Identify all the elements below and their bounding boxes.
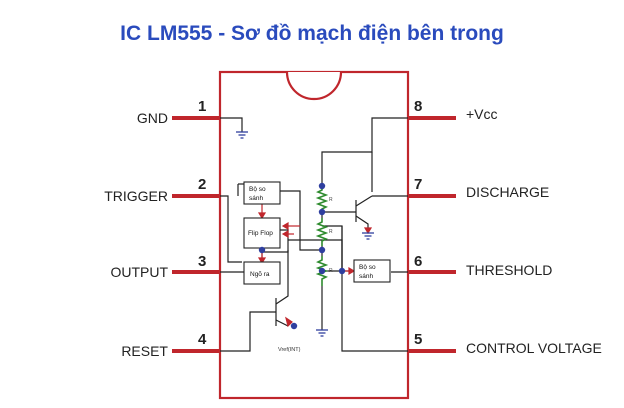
chip-body	[218, 70, 410, 400]
arrow-left-icon	[281, 221, 289, 231]
vref-label: Vref(INT)	[278, 347, 301, 353]
pin7-number: 7	[414, 176, 422, 193]
ground-icon	[316, 329, 328, 337]
junction-dot	[258, 246, 266, 254]
ground-icon	[362, 232, 374, 240]
ground-icon	[236, 131, 248, 139]
pin4-label: RESET	[121, 343, 168, 359]
comparator-right-line2: sánh	[359, 273, 373, 280]
pin7-label: DISCHARGE	[466, 184, 549, 200]
diagram-title: IC LM555 - Sơ đồ mạch điện bên trong	[120, 22, 504, 45]
arrow-down-icon	[257, 257, 267, 265]
arrow-emitter-icon	[363, 227, 373, 235]
signal-arrows	[257, 204, 373, 328]
pin-leads	[172, 116, 456, 353]
arrow-left-icon	[281, 229, 289, 239]
pin5-number: 5	[414, 331, 422, 348]
comparator-top-line1: Bộ so	[249, 186, 266, 193]
comparator-right: Bộ so sánh	[353, 259, 391, 283]
output-stage: Ngõ ra	[243, 261, 281, 285]
pin8-number: 8	[414, 98, 422, 115]
junction-dot	[318, 246, 326, 254]
resistor-label: R	[329, 229, 333, 235]
resistor-icon	[315, 218, 329, 246]
output-stage-label: Ngõ ra	[250, 271, 270, 278]
arrow-down-icon	[257, 212, 267, 220]
junction-nodes	[258, 182, 346, 330]
resistor-label: R	[329, 197, 333, 203]
pin8-label: +Vcc	[466, 106, 498, 122]
comparator-top-line2: sánh	[249, 195, 263, 202]
junction-dot	[318, 182, 326, 190]
junction-dot	[318, 267, 326, 275]
pin5-label: CONTROL VOLTAGE	[466, 340, 602, 356]
arrow-emitter-icon	[285, 316, 293, 328]
resistor-icon	[315, 186, 329, 212]
junction-dot	[318, 208, 326, 216]
junction-dot	[290, 322, 298, 330]
internal-wires	[220, 117, 408, 352]
arrow-right-icon	[348, 266, 356, 276]
flip-flop: Flip Flop	[243, 217, 281, 249]
pin1-label: GND	[137, 110, 168, 126]
pin6-number: 6	[414, 253, 422, 270]
pin4-number: 4	[198, 331, 207, 348]
pin1-number: 1	[198, 98, 206, 115]
pin6-label: THRESHOLD	[466, 262, 552, 278]
pin2-number: 2	[198, 176, 206, 193]
resistor-label: R	[329, 268, 333, 274]
flip-flop-label: Flip Flop	[248, 230, 273, 237]
comparator-top: Bộ so sánh	[243, 181, 281, 205]
pin2-label: TRIGGER	[104, 188, 168, 204]
pin3-number: 3	[198, 253, 206, 270]
comparator-right-line1: Bộ so	[359, 264, 376, 271]
junction-dot	[338, 267, 346, 275]
pin3-label: OUTPUT	[110, 264, 168, 280]
